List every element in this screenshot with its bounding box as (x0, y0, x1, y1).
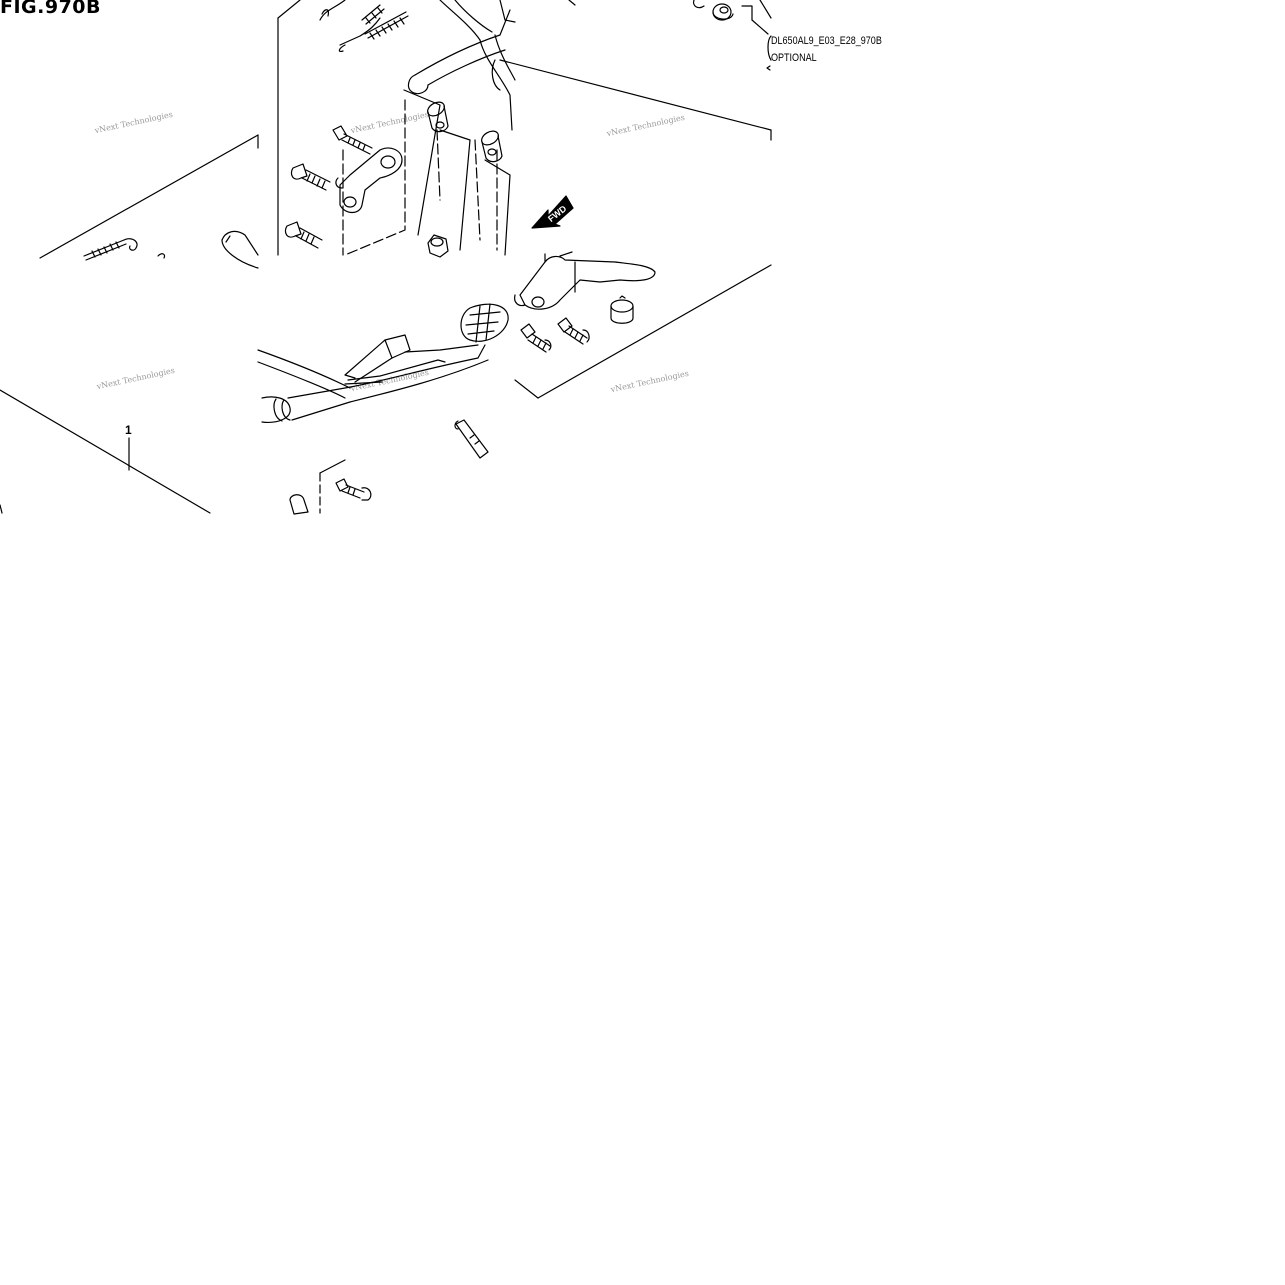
bolt (520, 323, 552, 353)
fwd-arrow (531, 195, 574, 229)
bushing (427, 234, 449, 258)
link-bracket (335, 147, 403, 214)
brake-pedal (344, 303, 509, 385)
bolt (290, 163, 331, 191)
pedal-bracket (514, 251, 656, 310)
callout-1: 1 (125, 423, 132, 437)
panel-edge-left-lower (0, 389, 211, 514)
bolt (284, 221, 323, 249)
bolt (557, 317, 590, 345)
stand-frame-upper (407, 0, 516, 131)
panel-edge-right-upper (499, 59, 772, 131)
stand-part (221, 230, 259, 269)
bolt (332, 125, 373, 155)
rubber-stopper (610, 295, 634, 324)
bushing (481, 130, 503, 163)
bracket-mark (767, 35, 772, 61)
spring (319, 0, 346, 21)
spring (83, 238, 166, 261)
bolt (335, 478, 372, 501)
panel-edge-right-lower (537, 264, 772, 399)
panel-edge-left-upper (39, 134, 259, 259)
washer (712, 3, 734, 21)
optional-note: OPTIONAL (771, 52, 817, 64)
nut (289, 494, 309, 515)
bushing (427, 101, 449, 133)
panel-edge-top-right (759, 0, 772, 19)
figure-code: DL650AL9_E03_E28_970B (771, 35, 882, 47)
leader-line (344, 99, 406, 256)
stand-frame-lower (257, 344, 489, 423)
spring (338, 11, 409, 53)
panel-edge-top (277, 0, 301, 19)
pin (454, 419, 489, 459)
figure-title: FIG.970B (0, 0, 102, 18)
